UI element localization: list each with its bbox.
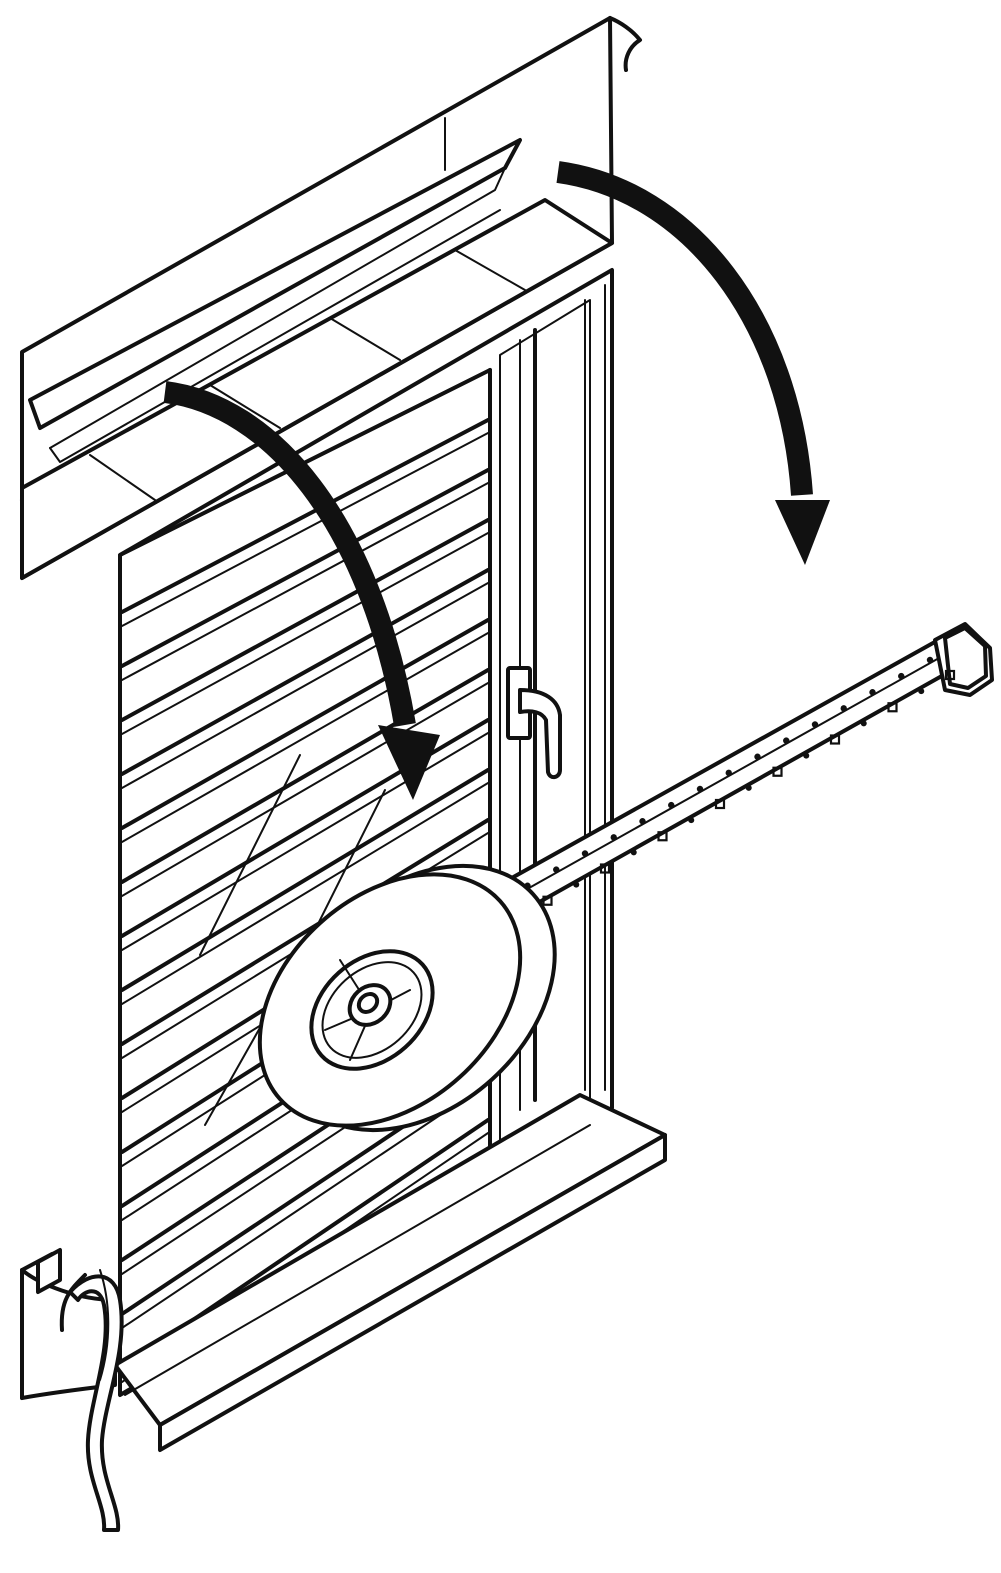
shutter-slat-line [120, 418, 490, 614]
belt-pulley [257, 863, 557, 1133]
shutter-slat-edge [121, 632, 489, 843]
shaft-hole [630, 849, 637, 856]
winding-shaft [438, 622, 994, 952]
shaft-slot [599, 863, 611, 874]
shutter-slat-edge [121, 732, 489, 951]
shaft-hole [725, 769, 732, 777]
curved-arrow-icon [163, 381, 440, 800]
shaft-hole [803, 752, 810, 759]
belt-strap [68, 1269, 124, 1532]
shaft-hole [869, 689, 876, 696]
shaft-hole [754, 753, 761, 760]
shaft-slot [829, 734, 841, 745]
shaft-hole [696, 785, 704, 793]
shutter-slat-edge [121, 432, 489, 627]
shaft-hole [668, 801, 675, 809]
window-sill [113, 1093, 667, 1452]
shutter-slat-edge [121, 1082, 489, 1329]
shutter-slat-edge [121, 682, 489, 897]
shaft-hole [639, 818, 646, 825]
shutter-slat-line [120, 468, 490, 668]
shaft-hole [840, 705, 847, 712]
shutter-slat-line [120, 818, 490, 1046]
shaft-slot [772, 766, 783, 777]
shutter-slat-edge [121, 482, 489, 681]
shutter-slat-line [120, 568, 490, 776]
shutter-slat-line [120, 518, 490, 722]
shaft-hole [783, 737, 790, 744]
shaft-hole [553, 866, 560, 873]
shaft-hole [581, 850, 589, 857]
shaft-hole [610, 834, 617, 841]
curved-arrow-icon [556, 161, 830, 565]
shutter-slat-edge [121, 532, 489, 735]
window-handle [506, 666, 562, 779]
shaft-hole [688, 817, 695, 824]
shutter-slat-line [120, 668, 490, 884]
shaft-hole [860, 720, 867, 727]
shutter-slat-line [120, 768, 490, 992]
shaft-hole [926, 656, 934, 664]
shutter-slat-line [120, 618, 490, 830]
shutter-slat-edge [121, 582, 489, 789]
shaft-slot [714, 798, 726, 810]
shutter-box [20, 16, 642, 580]
shaft-hole [898, 672, 905, 680]
shaft-slot [944, 669, 956, 681]
shaft-hole [745, 784, 752, 791]
shutter-slat-edge [121, 782, 489, 1005]
shaft-hole [573, 881, 580, 888]
shaft-hole [918, 688, 925, 695]
shaft-slot [887, 702, 898, 713]
shaft-slot [542, 895, 553, 906]
shaft-slot [657, 831, 668, 842]
shaft-hole [811, 721, 819, 728]
